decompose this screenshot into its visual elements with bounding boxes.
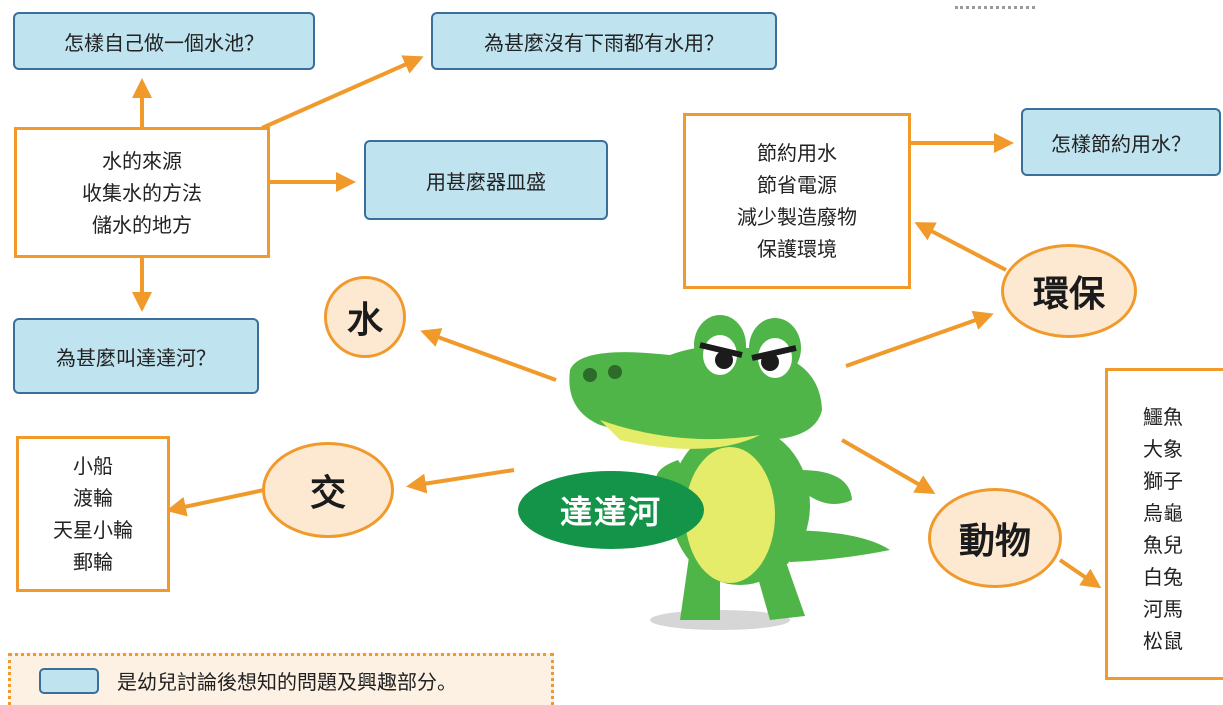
- env-item: 保護環境: [757, 237, 837, 261]
- topic-transport: 交: [262, 442, 394, 538]
- arrow-environment-to-box: [914, 222, 1007, 272]
- transport-item: 天星小輪: [53, 518, 133, 542]
- animal-item: 河馬: [1143, 597, 1183, 621]
- arrow-animals-to-box: [1058, 558, 1102, 589]
- animal-item: 烏龜: [1143, 501, 1183, 525]
- water-subtopics-box: 水的來源 收集水的方法 儲水的地方: [14, 127, 270, 258]
- question-container: 用甚麼器皿盛: [364, 140, 608, 220]
- transport-item: 小船: [73, 454, 113, 478]
- animal-item: 大象: [1143, 437, 1183, 461]
- animal-item: 獅子: [1143, 469, 1183, 493]
- question-no-rain: 為甚麼沒有下雨都有水用？: [431, 12, 777, 70]
- arrow-center-to-transport: [406, 468, 515, 494]
- legend-text: 是幼兒討論後想知的問題及興趣部分。: [117, 670, 457, 694]
- topic-water: 水: [324, 276, 406, 358]
- arrow-water-to-no-rain: [261, 55, 424, 130]
- arrow-center-to-environment: [845, 310, 994, 368]
- legend-swatch: [39, 667, 99, 694]
- topic-animals: 動物: [928, 488, 1062, 588]
- animal-item: 白兔: [1143, 565, 1183, 589]
- water-item: 收集水的方法: [82, 180, 202, 205]
- question-save-water: 怎樣節約用水？: [1021, 108, 1221, 176]
- question-name-river: 為甚麼叫達達河？: [13, 318, 259, 394]
- transport-item: 郵輪: [73, 550, 113, 574]
- question-make-pool: 怎樣自己做一個水池？: [13, 12, 315, 70]
- water-item: 水的來源: [102, 148, 182, 173]
- arrow-transport-to-box: [166, 488, 265, 517]
- env-item: 節約用水: [757, 141, 837, 165]
- animal-subtopics-box: 鱷魚 大象 獅子 烏龜 魚兒 白兔 河馬 松鼠: [1105, 368, 1223, 680]
- crocodile-mascot-icon: [569, 315, 890, 630]
- arrow-center-to-water: [420, 328, 557, 382]
- center-topic: 達達河: [518, 471, 704, 549]
- water-item: 儲水的地方: [92, 212, 192, 237]
- transport-subtopics-box: 小船 渡輪 天星小輪 郵輪: [16, 436, 170, 592]
- animal-item: 鱷魚: [1143, 405, 1183, 429]
- transport-item: 渡輪: [73, 486, 113, 510]
- env-item: 節省電源: [757, 173, 837, 197]
- animal-item: 松鼠: [1143, 629, 1183, 653]
- env-item: 減少製造廢物: [737, 205, 857, 229]
- animal-item: 魚兒: [1143, 533, 1183, 557]
- topic-environment: 環保: [1001, 244, 1137, 338]
- arrow-center-to-animals: [840, 438, 936, 495]
- top-dotted-decoration: [955, 0, 1035, 9]
- environment-subtopics-box: 節約用水 節省電源 減少製造廢物 保護環境: [683, 113, 911, 289]
- legend: 是幼兒討論後想知的問題及興趣部分。: [8, 653, 554, 705]
